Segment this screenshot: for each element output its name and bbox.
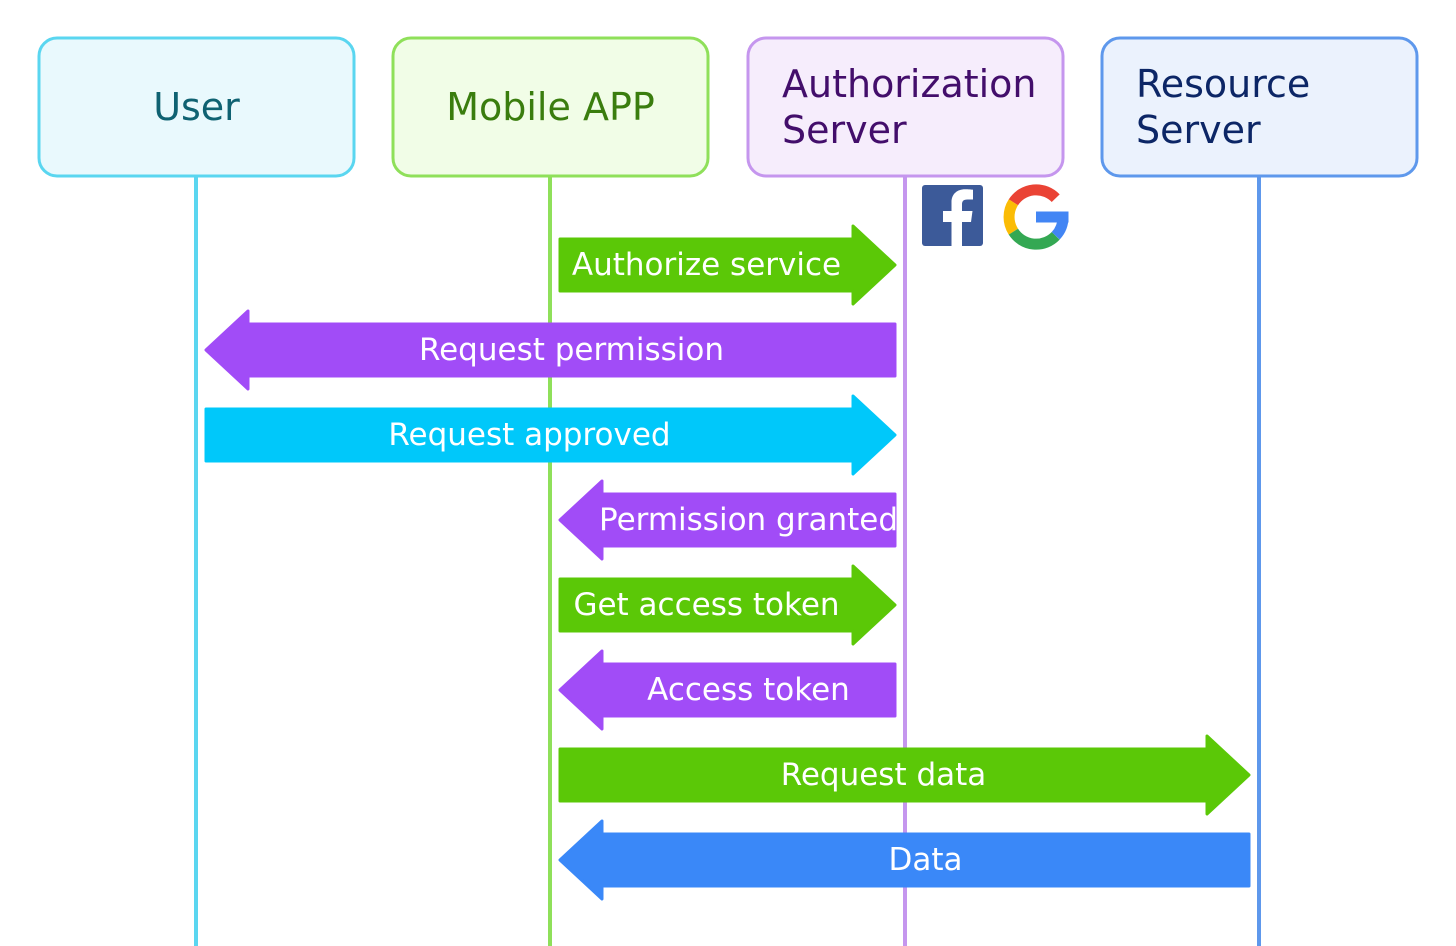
message-arrow-7: Request data: [558, 734, 1251, 816]
message-arrow-4: Permission granted: [558, 479, 898, 561]
actor-label: User: [153, 85, 240, 129]
arrow-shape: [558, 224, 897, 306]
actor-box: [1100, 36, 1419, 178]
message-label: Request data: [781, 757, 987, 793]
actor-label: Mobile APP: [446, 85, 655, 129]
actor-label-line: Authorization: [782, 62, 1037, 106]
message-label: Permission granted: [599, 502, 898, 538]
message-label: Request permission: [419, 332, 724, 368]
google-icon: [1003, 184, 1069, 250]
message-arrow-6: Access token: [558, 649, 897, 731]
lifelines: [194, 176, 1261, 946]
message-arrow-3: Request approved: [204, 394, 897, 476]
message-label: Request approved: [388, 417, 670, 453]
actor-box: [746, 36, 1065, 178]
facebook-icon: [922, 185, 983, 246]
message-arrow-1: Authorize service: [558, 224, 897, 306]
arrow-shape: [204, 394, 897, 476]
message-arrow-2: Request permission: [204, 309, 897, 391]
actor-mobile-app: Mobile APP: [391, 36, 710, 178]
actor-user: User: [37, 36, 356, 178]
message-label: Access token: [647, 672, 850, 708]
arrow-shape: [558, 479, 897, 561]
message-label: Authorize service: [572, 247, 841, 283]
actor-label-line: Server: [782, 108, 907, 152]
arrow-shape: [204, 309, 897, 391]
actor-label-line: Resource: [1136, 62, 1310, 106]
actor-box: [391, 36, 710, 178]
arrow-shape: [558, 564, 897, 646]
message-label: Data: [888, 842, 962, 878]
message-arrow-8: Data: [558, 819, 1251, 901]
arrow-shape: [558, 734, 1251, 816]
actor-box: [37, 36, 356, 178]
message-arrow-5: Get access token: [558, 564, 897, 646]
provider-icons: [922, 184, 1069, 250]
arrow-shape: [558, 649, 897, 731]
arrow-shape: [558, 819, 1251, 901]
message-label: Get access token: [573, 587, 839, 623]
actor-label-line: Server: [1136, 108, 1261, 152]
